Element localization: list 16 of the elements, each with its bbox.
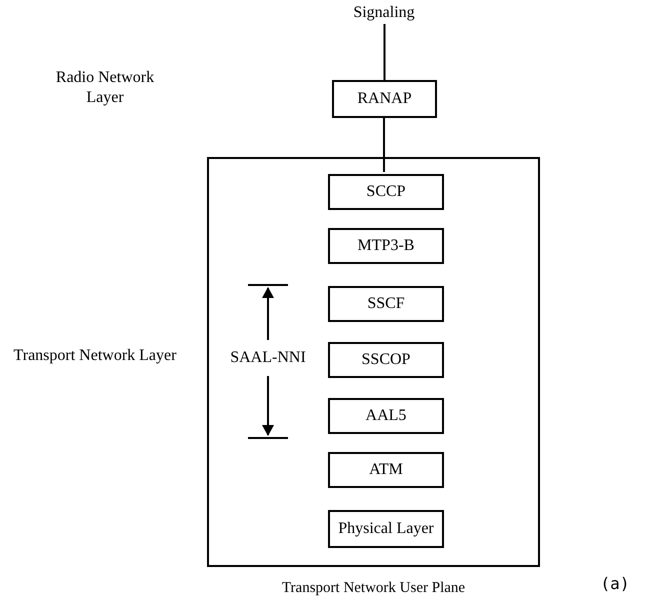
signal-label: Signaling (334, 2, 434, 24)
protocol-box: MTP3-B (328, 228, 444, 264)
protocol-box: ATM (328, 452, 444, 488)
figure-tag: (a) (595, 573, 635, 595)
protocol-box: SCCP (328, 174, 444, 210)
protocol-box: AAL5 (328, 398, 444, 434)
caption-text: Transport Network User Plane (280, 579, 466, 598)
connector-line (383, 118, 385, 172)
connector-line (384, 24, 386, 80)
layer-label: Transport Network Layer (12, 346, 178, 366)
layer-label: Radio Network Layer (54, 68, 156, 108)
container-box (207, 157, 540, 567)
protocol-box: SSCOP (328, 342, 444, 378)
protocol-box: SSCF (328, 286, 444, 322)
protocol-box: Physical Layer (328, 510, 444, 548)
protocol-box: RANAP (332, 80, 437, 118)
